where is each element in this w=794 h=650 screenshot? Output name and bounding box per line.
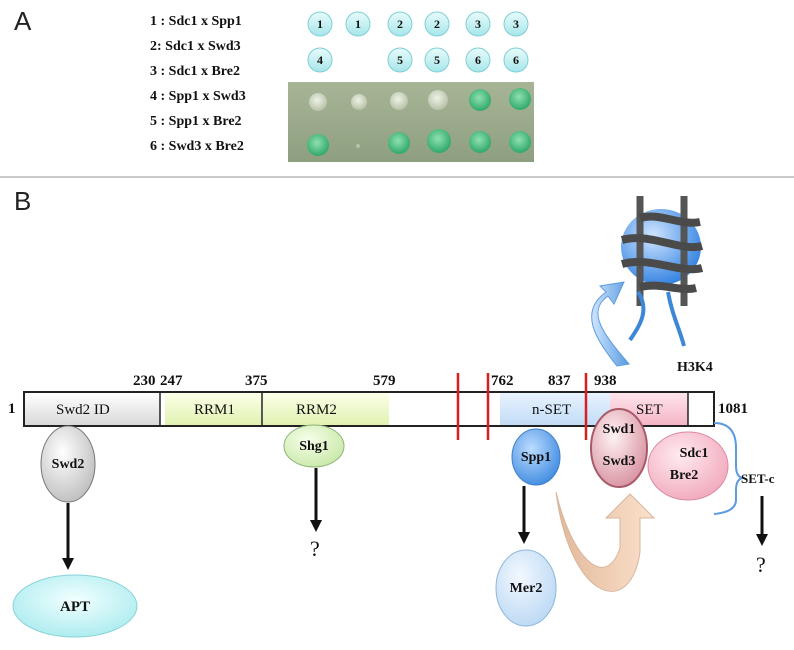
- colony: [390, 92, 408, 110]
- spot-label-circle: 1: [307, 11, 333, 37]
- position-579: 579: [373, 373, 396, 389]
- set1-protein-bar: Swd2 ID RRM1 RRM2 n-SET SET: [23, 391, 715, 427]
- yeast-two-hybrid-plate: [288, 82, 534, 162]
- position-375: 375: [245, 373, 268, 389]
- spp1-arrow-head: [518, 532, 530, 544]
- svg-text:2: 2: [434, 17, 440, 31]
- svg-text:5: 5: [397, 53, 403, 67]
- swd2-label: Swd2: [52, 457, 85, 472]
- apt-oval: [12, 574, 138, 638]
- domain-rrm1: [165, 393, 262, 425]
- domain-rrm1-label: RRM1: [194, 402, 235, 418]
- spot-label-circle: 3: [465, 11, 491, 37]
- panel-a-letter: A: [14, 6, 32, 36]
- position-837: 837: [548, 373, 571, 389]
- spot-label-circle: 3: [503, 11, 529, 37]
- domain-nset-label: n-SET: [532, 402, 571, 418]
- spot-label-circles-row-1: 1 1 2 2 3 3: [307, 11, 529, 37]
- shg1-question-mark: ?: [310, 536, 320, 561]
- domain-swd2-id: [25, 393, 160, 425]
- position-1: 1: [8, 401, 16, 417]
- shg1-oval: [283, 424, 345, 468]
- colony: [427, 129, 451, 153]
- position-1081: 1081: [718, 401, 748, 417]
- domain-swd2-id-label: Swd2 ID: [56, 402, 110, 418]
- colony: [356, 144, 360, 148]
- svg-text:4: 4: [317, 53, 323, 67]
- legend-line-3: 3 : Sdc1 x Bre2: [150, 64, 240, 79]
- legend-line-1: 1 : Sdc1 x Spp1: [150, 14, 242, 29]
- legend-line-5: 5 : Spp1 x Bre2: [150, 114, 242, 129]
- spot-label-circle: 6: [503, 47, 529, 73]
- colony: [469, 131, 491, 153]
- svg-text:5: 5: [434, 53, 440, 67]
- spot-label-circles-row-2: 4 5 5 6 6: [307, 47, 529, 73]
- spp1-oval: [511, 428, 561, 486]
- interaction-legend: 1 : Sdc1 x Spp1 2: Sdc1 x Swd3 3 : Sdc1 …: [150, 14, 246, 154]
- domain-rrm2-label: RRM2: [296, 402, 337, 418]
- panel-b-letter: B: [14, 186, 31, 216]
- legend-line-4: 4 : Spp1 x Swd3: [150, 89, 246, 104]
- svg-text:6: 6: [513, 53, 519, 67]
- svg-text:1: 1: [317, 17, 323, 31]
- sdc1-bre2-oval: [647, 431, 729, 501]
- set-c-bracket: [713, 422, 746, 515]
- swd2-oval: [40, 425, 96, 503]
- bre2-label: Bre2: [670, 468, 699, 483]
- colony: [351, 94, 367, 110]
- legend-line-6: 6 : Swd3 x Bre2: [150, 139, 244, 154]
- svg-text:3: 3: [475, 17, 481, 31]
- domain-set-label: SET: [636, 402, 663, 418]
- legend-line-2: 2: Sdc1 x Swd3: [150, 39, 241, 54]
- spp1-label: Spp1: [521, 450, 551, 465]
- spot-label-circle: 2: [424, 11, 450, 37]
- mer2-oval: [495, 549, 557, 627]
- spot-label-circle: 5: [387, 47, 413, 73]
- spot-label-circle: 2: [387, 11, 413, 37]
- h3k4-label: H3K4: [677, 360, 713, 375]
- mer2-label: Mer2: [510, 581, 543, 596]
- svg-text:2: 2: [397, 17, 403, 31]
- spot-label-circle: 5: [424, 47, 450, 73]
- apt-label: APT: [60, 599, 90, 615]
- shg1-arrow-head: [310, 520, 322, 532]
- spot-label-circle: 1: [345, 11, 371, 37]
- sdc1-label: Sdc1: [680, 446, 709, 461]
- colony: [469, 89, 491, 111]
- set-c-question-mark: ?: [756, 552, 766, 577]
- colony: [509, 131, 531, 153]
- position-762: 762: [491, 373, 514, 389]
- colony: [309, 93, 327, 111]
- set-c-label: SET-c: [741, 471, 775, 486]
- nucleosome: [620, 196, 704, 347]
- colony: [307, 134, 329, 156]
- svg-text:6: 6: [475, 53, 481, 67]
- svg-text:3: 3: [513, 17, 519, 31]
- swd3-label: Swd3: [603, 454, 636, 469]
- spot-label-circle: 4: [307, 47, 333, 73]
- position-230: 230: [133, 373, 156, 389]
- recruitment-arrow: [555, 491, 656, 592]
- colony: [509, 88, 531, 110]
- domain-nset: [500, 393, 610, 425]
- set-c-arrow-head: [756, 534, 768, 546]
- swd1-label: Swd1: [603, 422, 636, 437]
- spot-label-circle: 6: [465, 47, 491, 73]
- methylation-arrow: [591, 281, 630, 367]
- position-247: 247: [160, 373, 183, 389]
- svg-text:1: 1: [355, 17, 361, 31]
- position-938: 938: [594, 373, 617, 389]
- domain-rrm2: [263, 393, 389, 425]
- colony: [428, 90, 448, 110]
- colony: [388, 132, 410, 154]
- swd2-arrow-head: [62, 558, 74, 570]
- shg1-label: Shg1: [299, 439, 329, 454]
- swd1-swd3-oval: [590, 408, 648, 488]
